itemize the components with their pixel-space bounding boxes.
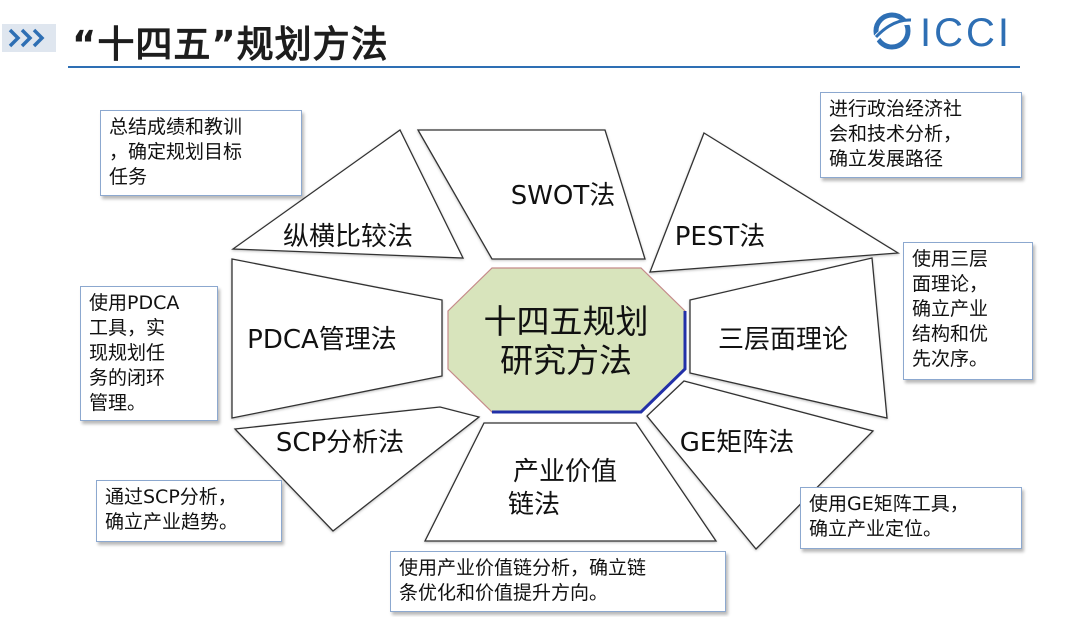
method-label-three-layer: 三层面理论	[718, 325, 848, 355]
note-three-layer: 使用三层 面理论， 确立产业 结构和优 先次序。	[903, 242, 1033, 380]
segment-swot	[416, 129, 646, 260]
method-label-scp: SCP分析法	[276, 428, 404, 458]
segment-pdca	[231, 258, 443, 419]
chevron-right-icon	[2, 24, 56, 52]
center-hub-edge-accent	[492, 311, 687, 414]
header-divider	[68, 66, 1020, 68]
icci-logo: ICCI	[866, 6, 1026, 56]
note-compare: 总结成绩和教训 ，确定规划目标 任务	[100, 110, 302, 196]
method-label-pest: PEST法	[675, 222, 766, 252]
note-pest: 进行政治经济社 会和技术分析， 确立发展路径	[820, 92, 1022, 178]
logo-text: ICCI	[920, 11, 1012, 55]
segment-scp	[233, 406, 481, 532]
segment-value-chain	[423, 422, 718, 542]
center-title-line2: 研究方法	[500, 341, 632, 380]
note-ge: 使用GE矩阵工具， 确立产业定位。	[800, 487, 1022, 549]
page-title: “十四五”规划方法	[72, 23, 389, 66]
method-label-value-chain-1: 产业价值	[513, 457, 617, 487]
logo-mark-icon	[871, 12, 913, 50]
note-scp: 通过SCP分析， 确立产业趋势。	[96, 480, 282, 542]
segment-compare	[231, 129, 465, 259]
note-pdca: 使用PDCA 工具，实 现规划任 务的闭环 管理。	[80, 286, 218, 421]
center-title-line1: 十四五规划	[484, 302, 649, 341]
segment-three-layer	[689, 257, 888, 419]
segment-ge	[646, 380, 875, 550]
method-label-pdca: PDCA管理法	[247, 325, 397, 355]
method-label-value-chain-2: 链法	[508, 490, 560, 520]
method-label-compare: 纵横比较法	[283, 222, 413, 252]
note-value-chain: 使用产业价值链分析，确立链 条优化和价值提升方向。	[390, 551, 726, 612]
method-label-swot: SWOT法	[511, 181, 616, 211]
method-label-ge: GE矩阵法	[680, 428, 795, 458]
segment-pest	[649, 132, 901, 273]
